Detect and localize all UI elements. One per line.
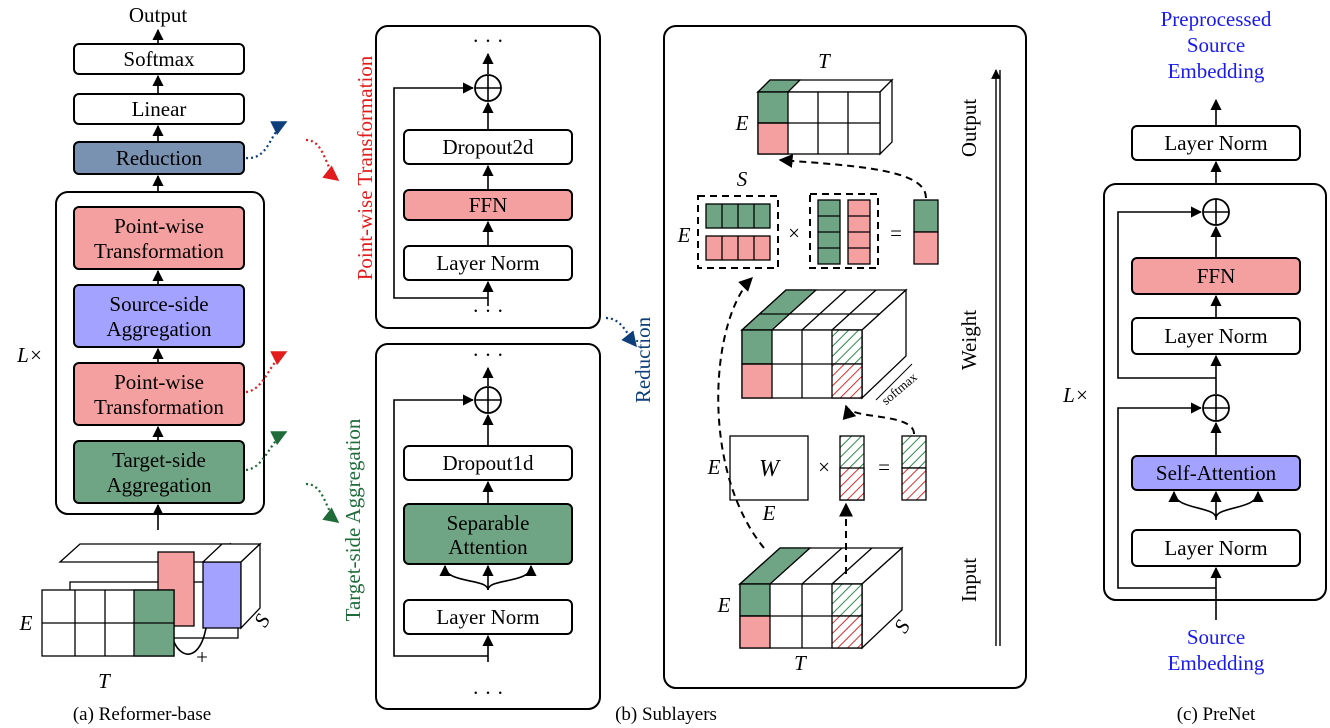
times-top: × (788, 221, 800, 245)
prenet-ffn-label: FFN (1197, 264, 1236, 288)
separable-line1: Separable (447, 511, 530, 535)
source-embedding-line2: Embedding (1168, 651, 1265, 675)
pointwise-top-line1: Point-wise (114, 214, 204, 238)
prenet-final-layernorm (1131, 125, 1301, 161)
output-tensor: T E (735, 49, 894, 156)
prenet-layernorm-mid (1131, 317, 1301, 355)
plus-sign: + (196, 645, 208, 669)
weights-dashbox (809, 193, 879, 269)
input-t-label: T (794, 651, 807, 675)
reduction-link-arrow (245, 121, 288, 160)
prenet-title-line1: Preprocessed (1161, 7, 1272, 31)
reduction-block (73, 141, 245, 175)
prenet-self-attention-label: Self-Attention (1156, 461, 1277, 485)
prenet-layernorm-bottom-label: Layer Norm (1164, 536, 1267, 560)
stage-input: Input (957, 558, 981, 602)
layernorm-block-b-bottom (403, 599, 573, 635)
panel-b-bottom-sublayer: Target-side Aggregation · · · Dropout1d … (341, 343, 601, 710)
w-matrix (729, 435, 809, 501)
dropout1d-block (403, 445, 573, 481)
caption-c: (c) PreNet (1177, 704, 1256, 725)
linear-block (73, 93, 245, 125)
layernorm-label-b-top: Layer Norm (436, 251, 539, 275)
input-tensor-a: + E T S (19, 542, 275, 693)
top-dots: · · · (472, 29, 503, 53)
projection-row: E W E × = (707, 404, 927, 525)
target-link-arrow (245, 431, 288, 472)
prenet-final-layernorm-label: Layer Norm (1164, 131, 1267, 155)
pointwise-top-line2: Transformation (94, 239, 224, 263)
dropout2d-block (403, 129, 573, 165)
caption-a: (a) Reformer-base (73, 704, 211, 725)
dropout2d-label: Dropout2d (443, 135, 534, 159)
prenet-title-line2: Source (1187, 33, 1245, 57)
prenet-ffn (1131, 257, 1301, 295)
prenet-layernorm-mid-label: Layer Norm (1164, 324, 1267, 348)
layernorm-block-b-top (403, 245, 573, 281)
layernorm-label-b-bottom: Layer Norm (436, 605, 539, 629)
repeat-label-a: L× (16, 343, 43, 367)
pointwise-side-label: Point-wise Transformation (353, 55, 377, 280)
prenet-self-attention (1131, 455, 1301, 491)
bottom-dots-bottom: · · · (472, 681, 503, 705)
target-line2: Aggregation (107, 473, 212, 497)
weight-tensor: softmax (740, 288, 920, 408)
top-dots-bottom: · · · (472, 299, 503, 323)
target-aggregation-block (73, 440, 245, 504)
panel-b-reduction: Reduction Output Weight Input T E S (605, 25, 1027, 725)
source-embedding-line1: Source (1187, 625, 1245, 649)
source-line1: Source-side (109, 292, 208, 316)
stage-output: Output (957, 99, 981, 158)
separable-line2: Attention (448, 535, 528, 559)
equals-top: = (890, 221, 902, 245)
s-matrix-dashbox (697, 195, 779, 269)
times-bottom: × (818, 455, 830, 479)
weighted-sum: S E × = (677, 153, 939, 269)
pointwise-entry-arrow (305, 138, 340, 181)
tensor-t-label-a: T (98, 669, 111, 693)
sum-e-label: E (677, 223, 691, 247)
output-label: Output (129, 3, 188, 27)
output-e-label: E (735, 111, 749, 135)
pointwise-bottom-line1: Point-wise (114, 370, 204, 394)
pointwise-bottom-line2: Transformation (94, 395, 224, 419)
tensor-s-label-a: S (249, 610, 275, 632)
bottom-dots: · · · (472, 343, 503, 367)
linear-label: Linear (132, 97, 187, 121)
repeat-label-c: L× (1062, 383, 1089, 407)
equals-bottom: = (878, 455, 890, 479)
w-label: W (759, 456, 781, 482)
reduction-label: Reduction (116, 146, 203, 170)
target-line1: Target-side (112, 448, 206, 472)
source-aggregation-block (73, 284, 245, 348)
prenet-layernorm-bottom (1131, 529, 1301, 567)
panel-a: Output Softmax Linear Reduction Point-wi… (16, 3, 340, 725)
w-e-label: E (707, 455, 721, 479)
pointwise-link-arrow (245, 351, 288, 394)
ffn-block-b (403, 189, 573, 221)
prenet-title-line3: Embedding (1168, 59, 1265, 83)
target-entry-arrow (305, 482, 340, 523)
panel-c: Preprocessed Source Embedding Layer Norm… (1062, 7, 1327, 725)
ffn-label-b: FFN (469, 193, 508, 217)
softmax-label: Softmax (123, 47, 195, 71)
output-t-label: T (818, 49, 831, 73)
caption-b: (b) Sublayers (615, 704, 717, 725)
tensor-e-label-a: E (19, 611, 33, 635)
input-tensor-b: E T S (717, 277, 915, 675)
softmax-block (73, 43, 245, 75)
input-e-label: E (717, 593, 731, 617)
stage-weight: Weight (957, 310, 981, 370)
w-e-bottom: E (762, 501, 776, 525)
pointwise-block-bottom (73, 362, 245, 426)
sum-s-label: S (737, 167, 748, 191)
panel-b-top-sublayer: Point-wise Transformation · · · Dropout2… (353, 25, 601, 329)
target-side-label: Target-side Aggregation (341, 418, 365, 621)
separable-attention-block (403, 503, 573, 565)
dropout1d-label: Dropout1d (443, 451, 534, 475)
pointwise-block-top (73, 206, 245, 270)
reduction-side-label: Reduction (631, 316, 655, 403)
source-line2: Aggregation (107, 317, 212, 341)
